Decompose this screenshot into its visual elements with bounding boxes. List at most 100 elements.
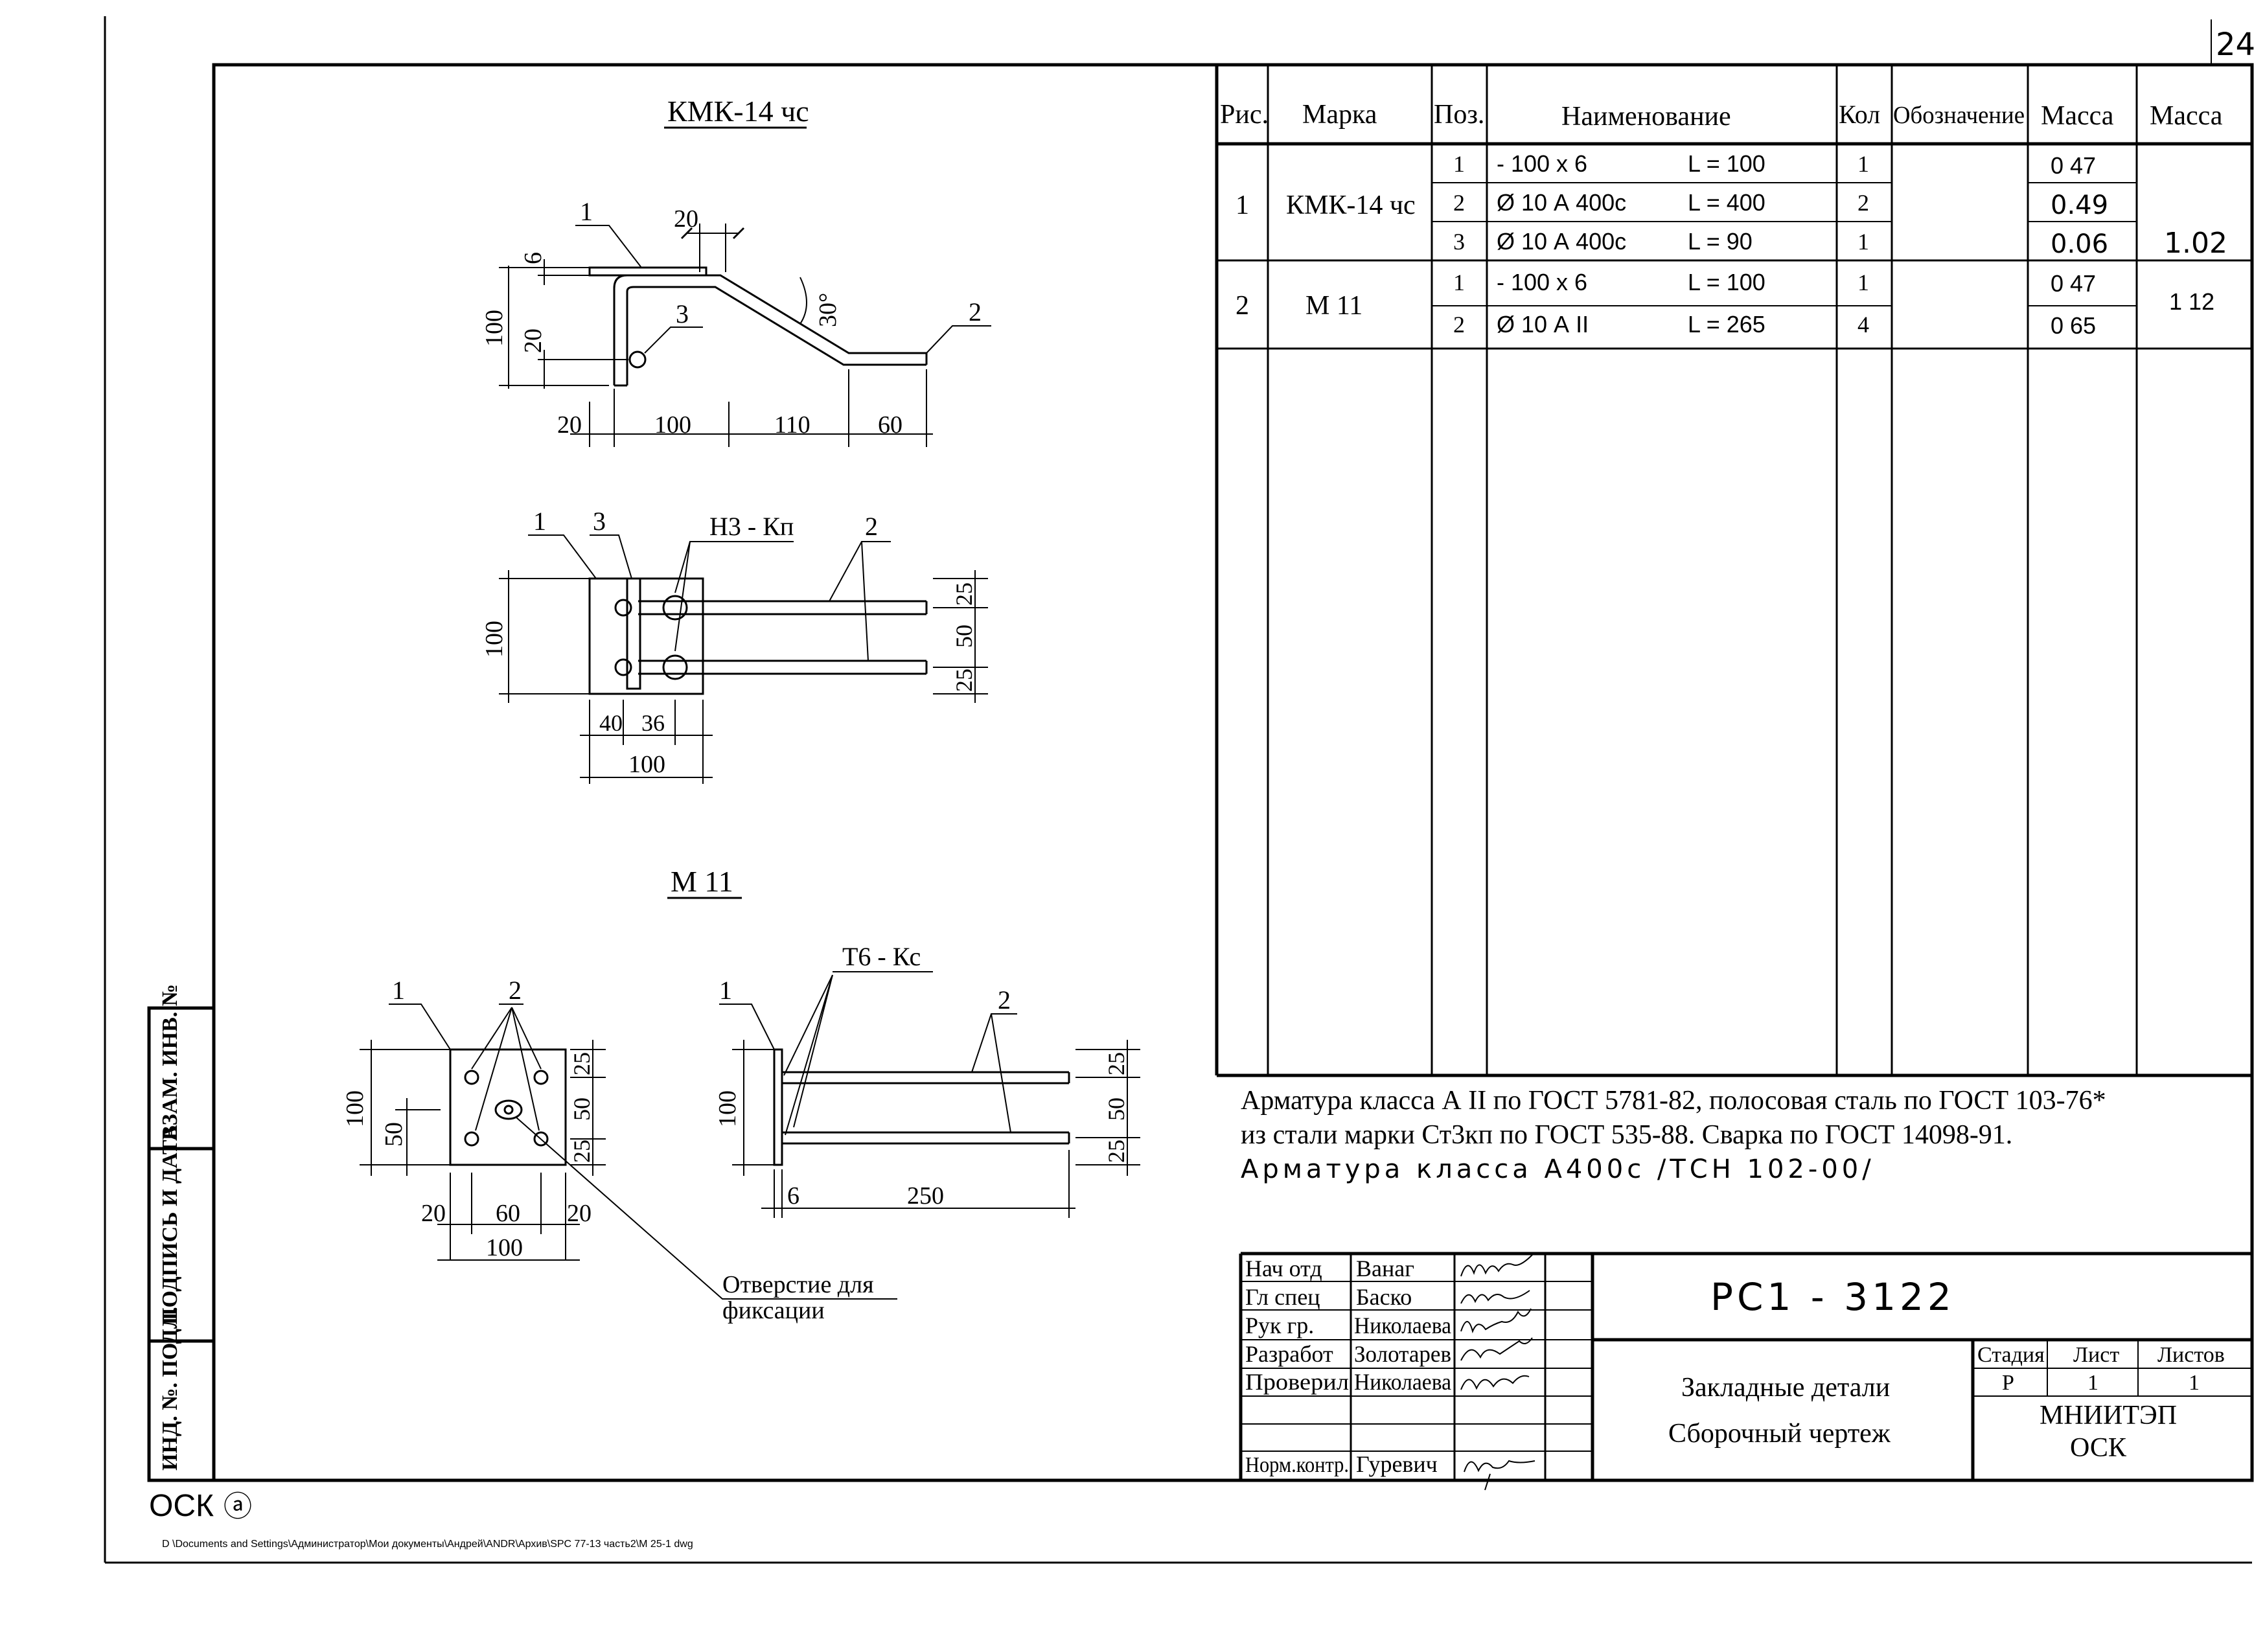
footer-osk: ОСК: [149, 1489, 214, 1523]
fig2-dim-h-100: 100: [486, 1234, 523, 1261]
spec-row-length: L = 90: [1688, 228, 1753, 255]
sheet-frame: 24: [104, 16, 2255, 1564]
fig2-label-pos1: 1: [392, 976, 405, 1005]
fig1-title: КМК-14 чс: [667, 95, 809, 128]
spec-row-length: L = 400: [1688, 189, 1765, 216]
spec-table: Рис. Марка Поз. Наименование Кол Обознач…: [1215, 65, 2252, 1077]
spec-row-mass: 0.49: [2051, 190, 2108, 220]
fig2-side-dim-25a: 25: [1103, 1052, 1129, 1075]
title-block: Нач отд Ванаг Гл спец Баско Рук гр. Нико…: [1239, 1252, 2252, 1491]
fig2-title: М 11: [671, 865, 733, 898]
fig1-side-view: 1 3 2 20 30° 100 6 20 20 100 110 60: [481, 197, 991, 447]
fig2-dim-v-100: 100: [341, 1090, 369, 1127]
spec-header-name: Наименование: [1561, 102, 1731, 132]
spec-row-qty: 1: [1857, 151, 1869, 177]
tb-sheet-label: Лист: [2073, 1343, 2119, 1367]
notes-line3: Арматура класса А400с /ТСН 102-00/: [1241, 1154, 1875, 1184]
fig2-side-dim-v-100: 100: [714, 1090, 741, 1127]
fig1-label-nz-kp: Н3 - Кп: [709, 512, 794, 541]
fig2-side-label-pos1: 1: [719, 976, 732, 1005]
side-stamp: ВЗАМ. ИНВ. № ПОДПИСЬ И ДАТА ИНД. №. ПОДЛ…: [147, 984, 216, 1482]
fig1-label-pos3: 3: [676, 299, 689, 328]
tb-name: Золотарев: [1354, 1341, 1451, 1367]
fig2-dim-r-25a: 25: [569, 1052, 595, 1075]
spec-header-mass: Масса: [2041, 101, 2114, 131]
fig2-side-view: 1 Т6 - Кс 2 100 25 50 25 6 250: [714, 942, 1140, 1218]
spec-row-length: L = 100: [1688, 269, 1765, 295]
spec-row-length: L = 100: [1688, 150, 1765, 177]
spec-header-fig: Рис.: [1220, 100, 1269, 130]
spec-row-pos: 2: [1453, 190, 1465, 216]
fig1-dim-v-100: 100: [481, 310, 508, 347]
notes: Арматура класса А II по ГОСТ 5781-82, по…: [1241, 1086, 2106, 1184]
spec-row-mass: 0 65: [2051, 312, 2096, 339]
spec-row-pos: 3: [1453, 229, 1465, 255]
tb-sheets-label: Листов: [2157, 1343, 2225, 1367]
spec-header-designation: Обозначение: [1893, 102, 2025, 129]
fig2-front-view: 1 2 Отверстие для фиксации 100 50 25 50 …: [341, 976, 897, 1324]
fig1-dim-v-6: 6: [520, 252, 547, 264]
fig1-plan-dim-50: 50: [951, 625, 977, 648]
tb-role: Гл спец: [1245, 1284, 1320, 1310]
fig1-label-pos2: 2: [969, 297, 982, 327]
spec-row-pos: 1: [1453, 151, 1465, 177]
fig1-plan-dim-v-100: 100: [481, 621, 508, 658]
tb-org-line1: МНИИТЭП: [2040, 1401, 2177, 1430]
tb-name: Гуревич: [1356, 1451, 1438, 1477]
fig1-dim-top-20: 20: [674, 205, 698, 233]
fig1-plan-dim-100: 100: [628, 751, 665, 778]
fig2-side-dim-25b: 25: [1103, 1140, 1129, 1163]
spec-row-qty: 1: [1857, 270, 1869, 295]
fig2-dim-r-25b: 25: [569, 1140, 595, 1163]
notes-line1: Арматура класса А II по ГОСТ 5781-82, по…: [1241, 1086, 2106, 1116]
spec-row-mass: 0.06: [2051, 229, 2108, 259]
spec-row-name: Ø 10 А 400с: [1497, 228, 1626, 255]
fig2-dim-h-20a: 20: [421, 1200, 446, 1227]
spec-row-name: Ø 10 А II: [1497, 311, 1589, 338]
fig2-label-hole-2: фиксации: [722, 1297, 825, 1324]
fig1-plan-label-pos1: 1: [533, 507, 546, 536]
fig1-dim-angle: 30°: [814, 293, 842, 327]
spec-header-pos: Поз.: [1434, 100, 1484, 130]
spec-row-qty: 2: [1857, 190, 1869, 216]
fig1-dim-h-110: 110: [774, 411, 811, 439]
spec-fig-1: 1: [1236, 190, 1249, 220]
spec-row-qty: 1: [1857, 229, 1869, 255]
fig2-label-pos2: 2: [509, 976, 522, 1005]
tb-role: Разработ: [1245, 1341, 1333, 1367]
tb-name: Баско: [1356, 1284, 1412, 1310]
fig2-dim-h-60: 60: [496, 1200, 520, 1227]
fig2-label-t6-kc: Т6 - Кс: [842, 942, 921, 971]
spec-mark-2: М 11: [1305, 291, 1362, 321]
spec-header-qty: Кол: [1839, 100, 1880, 129]
tb-org-line2: ОСК: [2070, 1433, 2127, 1463]
fig1-dim-h-100: 100: [654, 411, 691, 439]
spec-row-name: Ø 10 А 400с: [1497, 189, 1626, 216]
fig1-plan-label-pos3: 3: [593, 507, 606, 536]
fig2-side-dim-6: 6: [787, 1182, 799, 1210]
fig1-plan-dim-36: 36: [641, 710, 665, 736]
tb-title-line1: Закладные детали: [1681, 1373, 1890, 1403]
footer-path: D \Documents and Settings\Администратор\…: [162, 1539, 693, 1550]
fig2-side-dim-250: 250: [907, 1182, 944, 1210]
spec-row-pos: 1: [1453, 270, 1465, 295]
spec-row-qty: 4: [1857, 312, 1869, 338]
tb-name: Николаева: [1354, 1313, 1451, 1338]
notes-line2: из стали марки Ст3кп по ГОСТ 535-88. Сва…: [1241, 1120, 2012, 1150]
side-stamp-cell1: ВЗАМ. ИНВ. №: [158, 984, 182, 1140]
signatures: [1460, 1254, 1535, 1491]
fig1-plan-label-pos2: 2: [865, 512, 878, 541]
fig1-label-pos1: 1: [580, 197, 593, 226]
spec-row-pos: 2: [1453, 312, 1465, 338]
fig2-label-hole-1: Отверстие для: [722, 1271, 874, 1298]
spec-row-mass: 0 47: [2051, 152, 2096, 179]
spec-row-name: - 100 х 6: [1497, 150, 1587, 177]
tb-title-line2: Сборочный чертеж: [1668, 1419, 1891, 1449]
fig1-dim-v-20: 20: [520, 328, 547, 353]
fig1-plan-dim-40: 40: [599, 710, 623, 736]
fig1-plan-view: 1 3 Н3 - Кп 2 100 25 50 25 40 36 100: [481, 507, 988, 784]
spec-mass-total-2: 1 12: [2169, 288, 2214, 315]
tb-name: Николаева: [1354, 1369, 1451, 1395]
spec-header-mass-total: Масса: [2150, 101, 2223, 131]
